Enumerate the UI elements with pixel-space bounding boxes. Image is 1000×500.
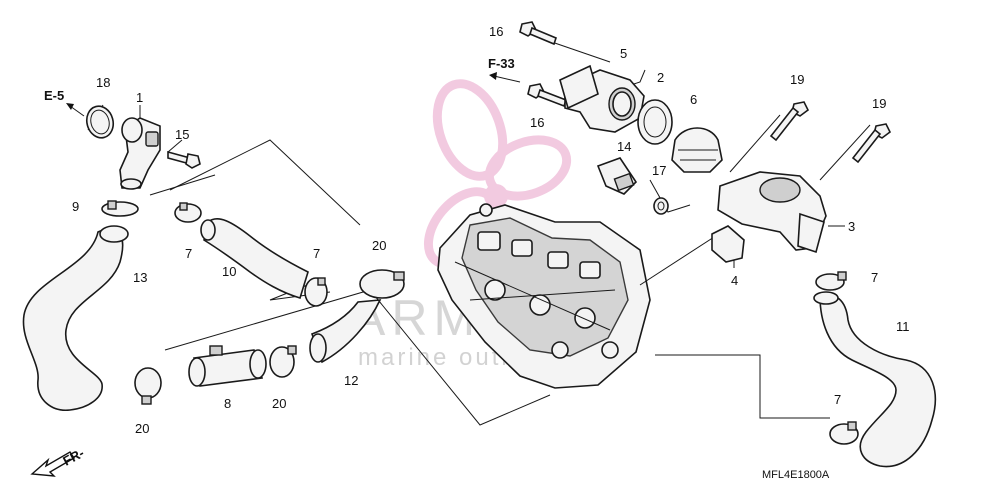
part-13-hose: [22, 227, 124, 411]
front-direction-indicator: FR-: [30, 445, 87, 477]
part-7-clamp-a: [174, 202, 202, 223]
part-2-o-ring: [637, 99, 673, 145]
part-20-clamp-c: [134, 367, 162, 405]
front-label: FR-: [60, 445, 86, 468]
part-6-thermostat: [671, 127, 723, 173]
label-14: 14: [617, 139, 631, 154]
part-7-clamp-b: [304, 277, 328, 307]
part-1-water-joint: [119, 117, 161, 190]
label-10: 10: [222, 264, 236, 279]
label-18: 18: [96, 75, 110, 90]
part-15-bolt: [167, 150, 201, 169]
part-7-clamp-d: [829, 421, 859, 445]
label-16a: 16: [489, 24, 503, 39]
part-5-thermostat-cover: [559, 64, 645, 133]
label-4: 4: [731, 273, 738, 288]
ref-f33-arrow-icon: [493, 75, 521, 83]
label-16b: 16: [530, 115, 544, 130]
label-15: 15: [175, 127, 189, 142]
ref-f33-label: F-33: [488, 56, 515, 71]
label-20c: 20: [135, 421, 149, 436]
part-20-clamp-b: [269, 345, 297, 378]
part-16-bolt-b: [527, 83, 568, 108]
part-9-clamp: [101, 200, 139, 217]
diagram-code: MFL4E1800A: [762, 469, 830, 481]
label-12: 12: [344, 373, 358, 388]
label-7d: 7: [834, 392, 841, 407]
label-11: 11: [896, 319, 910, 334]
leader-lines: [87, 39, 871, 426]
ref-e5-arrow-icon: [69, 105, 85, 117]
label-5: 5: [620, 46, 627, 61]
part-8-water-pipe: [188, 345, 267, 387]
label-3: 3: [848, 219, 855, 234]
label-1: 1: [136, 90, 143, 105]
reference-e5[interactable]: E-5: [44, 88, 85, 117]
part-14-temp-sensor: [596, 157, 638, 195]
label-13: 13: [133, 270, 147, 285]
part-16-bolt-a: [519, 21, 557, 46]
label-7b: 7: [313, 246, 320, 261]
part-18-o-ring: [85, 105, 115, 139]
ref-e5-label: E-5: [44, 88, 64, 103]
reference-f33[interactable]: F-33: [488, 56, 521, 83]
part-4-gasket: [711, 225, 745, 263]
label-17: 17: [652, 163, 666, 178]
label-6: 6: [690, 92, 697, 107]
label-20a: 20: [372, 238, 386, 253]
label-19a: 19: [790, 72, 804, 87]
part-20-clamp-a: [359, 269, 405, 299]
front-arrow-icon: [30, 451, 75, 477]
part-19-bolt-a: [769, 101, 810, 142]
label-8: 8: [224, 396, 231, 411]
part-12-hose: [310, 299, 382, 364]
label-2: 2: [657, 70, 664, 85]
label-20b: 20: [272, 396, 286, 411]
label-9: 9: [72, 199, 79, 214]
part-10-hose: [203, 218, 309, 299]
part-3-thermostat-housing: [717, 171, 827, 254]
part-labels: 1 2 3 4 5 6 7 7 7 7 8 9 10 11 12 13 14 1…: [72, 24, 910, 436]
cylinder-head: [437, 203, 651, 389]
part-7-clamp-c: [815, 271, 847, 291]
part-17-washer: [653, 197, 669, 215]
label-19b: 19: [872, 96, 886, 111]
ref-f33-arrowhead-icon: [489, 72, 497, 80]
part-11-hose: [819, 294, 937, 468]
label-7c: 7: [871, 270, 878, 285]
ref-e5-arrowhead-icon: [66, 103, 74, 110]
label-7a: 7: [185, 246, 192, 261]
part-19-bolt-b: [851, 123, 892, 164]
